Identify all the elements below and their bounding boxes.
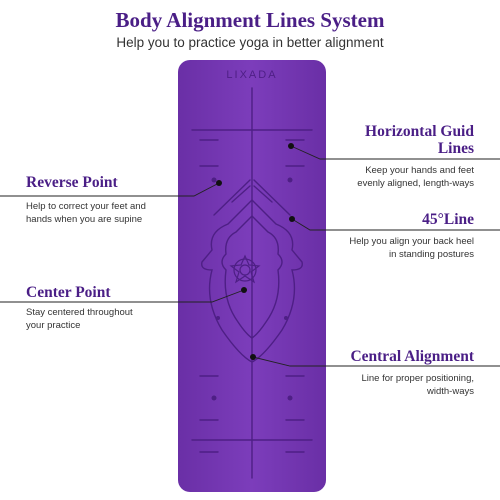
horizontal-guide-heading: Horizontal Guid Lines	[365, 123, 474, 157]
central-alignment-heading: Central Alignment	[350, 348, 474, 365]
center-point-desc: Stay centered throughout your practice	[26, 306, 133, 332]
angle-line-desc-line2: in standing postures	[388, 249, 474, 260]
reverse-point-desc-line2: hands when you are supine	[26, 214, 143, 225]
reverse-point-desc-line1: Help to correct your feet and	[26, 201, 146, 212]
central-alignment-dot	[250, 354, 256, 360]
reverse-point-heading: Reverse Point	[26, 174, 118, 191]
horizontal-guide-title-line1: Horizontal Guid	[365, 123, 474, 140]
horizontal-guide-title-line2: Lines	[437, 140, 474, 157]
center-point-heading: Center Point	[26, 284, 111, 301]
angle-line-desc-line1: Help you align your back heel	[349, 236, 474, 247]
page-title: Body Alignment Lines System	[115, 8, 385, 32]
45-degree-line	[213, 179, 251, 216]
center-point-desc-line2: your practice	[26, 320, 81, 331]
central-alignment-desc: Line for proper positioning, width-ways	[362, 372, 475, 398]
angle-line-desc: Help you align your back heel in standin…	[349, 235, 474, 261]
horizontal-guide-desc: Keep your hands and feet evenly aligned,…	[357, 164, 474, 190]
reverse-point-desc: Help to correct your feet and hands when…	[26, 200, 146, 226]
angle-line-dot	[289, 216, 295, 222]
horizontal-guide-desc-line2: evenly aligned, length-ways	[357, 178, 474, 189]
central-alignment-desc-line2: width-ways	[427, 386, 474, 397]
center-point-dot	[241, 287, 247, 293]
mat-dots	[211, 177, 293, 401]
reverse-point-dot	[216, 180, 222, 186]
angle-line-heading: 45°Line	[422, 211, 474, 228]
horizontal-guide-dot	[288, 143, 294, 149]
horizontal-guide-desc-line1: Keep your hands and feet	[365, 165, 474, 176]
center-point-desc-line1: Stay centered throughout	[26, 307, 133, 318]
callout-leaders	[0, 145, 500, 367]
page-subtitle: Help you to practice yoga in better alig…	[116, 35, 384, 50]
mat-outline-shape	[201, 199, 303, 363]
mat-alignment-lines	[191, 87, 313, 479]
central-alignment-desc-line1: Line for proper positioning,	[361, 373, 475, 384]
callout-anchor-dots	[216, 143, 295, 360]
mat-brand-logo: LIXADA	[226, 69, 277, 81]
center-lotus-symbol	[229, 254, 261, 284]
